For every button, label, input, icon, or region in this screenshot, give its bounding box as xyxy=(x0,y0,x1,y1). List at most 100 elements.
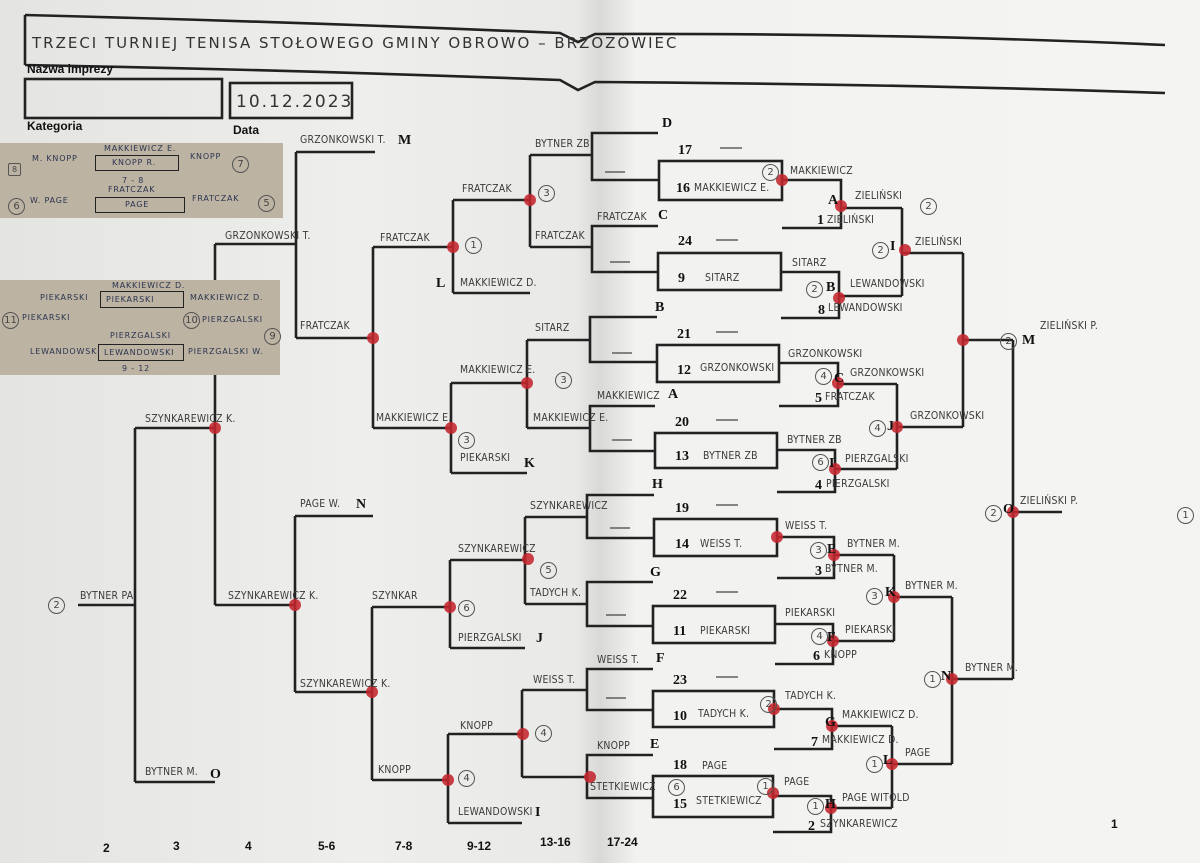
match-letter: C xyxy=(834,371,845,386)
match-letter: I xyxy=(535,805,541,820)
inset-name: FRATCZAK xyxy=(192,194,240,203)
player-name: PIEKARSKI xyxy=(845,623,896,636)
player-name: MAKKIEWICZ E. xyxy=(376,411,452,424)
inset-place: 7 xyxy=(232,156,249,173)
winner-marker-dot xyxy=(445,422,457,434)
inset-name: PIEKARSKI xyxy=(22,313,71,322)
inset-name: W. PAGE xyxy=(30,196,69,205)
place-circle: 2 xyxy=(760,696,777,713)
match-letter: J xyxy=(536,631,543,646)
inset-name: PAGE xyxy=(125,200,150,209)
inset-name: PIEKARSKI xyxy=(40,293,89,302)
match-letter: O xyxy=(210,767,221,782)
player-name: BYTNER M. xyxy=(145,765,199,778)
winner-marker-dot xyxy=(367,332,379,344)
winner-marker-dot xyxy=(826,720,838,732)
place-circle: 1 xyxy=(465,237,482,254)
seed-number: 21 xyxy=(677,327,691,342)
place-circle: 2 xyxy=(48,597,65,614)
match-letter: M xyxy=(398,133,412,148)
winner-marker-dot xyxy=(832,377,844,389)
place-circle: 1 xyxy=(866,756,883,773)
seed-number: 5 xyxy=(815,391,822,406)
winner-marker-dot xyxy=(366,686,378,698)
match-letter: F xyxy=(656,651,665,666)
tournament-title: TRZECI TURNIEJ TENISA STOŁOWEGO GMINY OB… xyxy=(32,34,679,52)
player-name: PIERZGALSKI xyxy=(826,477,890,490)
player-name: MAKKIEWICZ D. xyxy=(460,276,537,289)
place-circle: 1 xyxy=(757,778,774,795)
match-letter: K xyxy=(885,585,896,600)
player-name: TADYCH K. xyxy=(785,689,837,702)
winner-marker-dot xyxy=(524,194,536,206)
winner-marker-dot xyxy=(289,599,301,611)
player-name: WEISS T. xyxy=(700,537,743,550)
match-letter: J xyxy=(887,419,894,434)
round-label: 5-6 xyxy=(318,839,336,853)
match-letter: I xyxy=(829,456,835,471)
seed-number: 23 xyxy=(673,673,687,688)
place-circle: 1 xyxy=(807,798,824,815)
winner-marker-dot xyxy=(522,553,534,565)
inset-round: 7 - 8 xyxy=(122,176,145,185)
player-name: GRZONKOWSKI T. xyxy=(225,229,311,242)
place-circle: 6 xyxy=(458,600,475,617)
player-name: FRATCZAK xyxy=(825,390,875,403)
player-name: BYTNER M. xyxy=(825,562,879,575)
player-name: TADYCH K. xyxy=(530,586,582,599)
place-circle: 2 xyxy=(872,242,889,259)
winner-marker-dot xyxy=(899,244,911,256)
seed-number: 15 xyxy=(673,797,687,812)
match-letter: O xyxy=(1003,502,1014,517)
player-name: SITARZ xyxy=(535,321,570,334)
match-letter: C xyxy=(658,208,669,223)
seed-number: 8 xyxy=(818,303,825,318)
round-label: 3 xyxy=(173,839,180,853)
date-box xyxy=(228,81,354,120)
round-label: 4 xyxy=(245,839,252,853)
player-name: BYTNER M. xyxy=(905,579,959,592)
winner-marker-dot xyxy=(584,771,596,783)
place-circle: 1 xyxy=(1177,507,1194,524)
inset-name: M. KNOPP xyxy=(32,154,78,163)
inset-match-box xyxy=(100,291,184,308)
player-name: PIERZGALSKI xyxy=(845,452,909,465)
winner-marker-dot xyxy=(946,673,958,685)
player-name: GRZONKOWSKI xyxy=(700,361,775,374)
player-name: LEWANDOWSKI xyxy=(458,805,533,818)
winner-marker-dot xyxy=(209,422,221,434)
player-name: KNOPP xyxy=(824,648,858,661)
round-label: 2 xyxy=(103,841,110,855)
player-name: SZYNKAREWICZ xyxy=(458,542,536,555)
place-circle: 2 xyxy=(762,164,779,181)
match-letter: E xyxy=(650,737,660,752)
seed-number: 2 xyxy=(808,819,815,834)
winner-marker-dot xyxy=(835,200,847,212)
seed-number: 4 xyxy=(815,478,822,493)
match-letter: I xyxy=(890,239,896,254)
match-letter: L xyxy=(883,753,893,768)
place-circle: 4 xyxy=(869,420,886,437)
round-label: 1 xyxy=(1111,817,1118,831)
seed-number: 1 xyxy=(817,213,824,228)
inset-name: MAKKIEWICZ D. xyxy=(190,293,264,302)
seed-number: 13 xyxy=(675,449,689,464)
place-circle: 4 xyxy=(535,725,552,742)
place-circle: 6 xyxy=(812,454,829,471)
player-name: FRATCZAK xyxy=(380,231,430,244)
match-letter: N xyxy=(941,669,952,684)
place-circle: 2 xyxy=(806,281,823,298)
place-circle: 2 xyxy=(920,198,937,215)
inset-photo-7-8: M. KNOPP 8 MAKKIEWICZ E. KNOPP R. KNOPP … xyxy=(0,143,283,218)
player-name: PIEKARSKI xyxy=(785,606,836,619)
match-letter: A xyxy=(828,193,839,208)
player-name: ZIELIŃSKI xyxy=(915,235,963,248)
inset-name: KNOPP xyxy=(190,152,222,161)
winner-marker-dot xyxy=(833,292,845,304)
inset-match-box xyxy=(98,344,184,361)
player-name: PIEKARSKI xyxy=(460,451,511,464)
seed-number: 10 xyxy=(673,709,687,724)
winner-marker-dot xyxy=(827,635,839,647)
place-circle: 3 xyxy=(458,432,475,449)
player-name: SZYNKAREWICZ K. xyxy=(228,589,319,602)
